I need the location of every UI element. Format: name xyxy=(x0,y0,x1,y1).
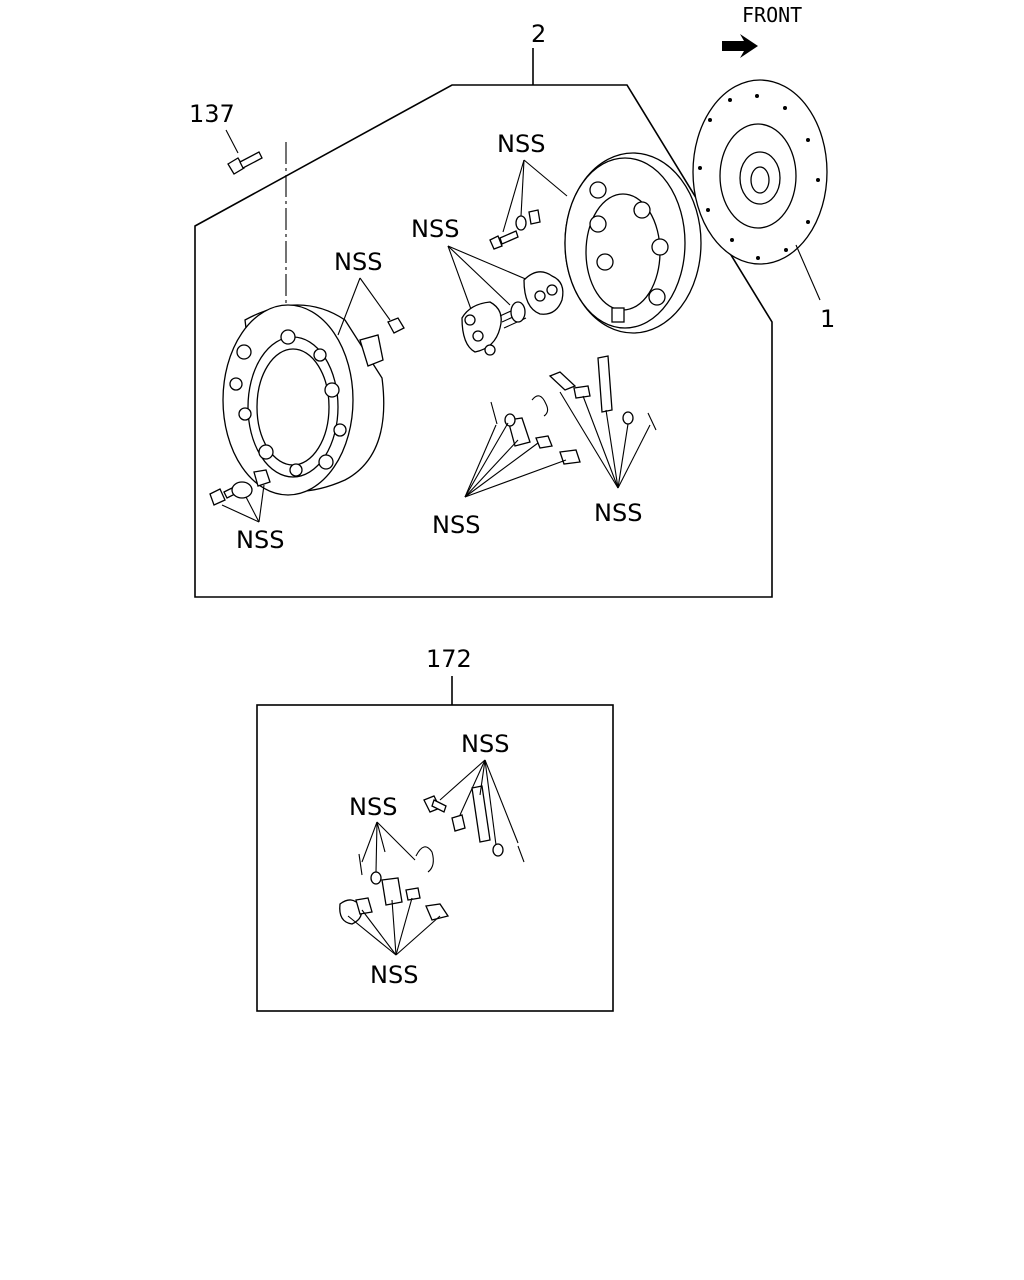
leader xyxy=(361,821,378,863)
nss-lever-parts-left: NSS xyxy=(432,511,480,539)
nss-lever-parts-right: NSS xyxy=(594,499,642,527)
leader xyxy=(439,759,486,801)
leader xyxy=(605,409,619,489)
leader xyxy=(347,915,397,956)
nut-part xyxy=(355,897,373,915)
lever-parts-group: NSS NSS xyxy=(432,355,657,539)
leader xyxy=(479,759,486,796)
front-label: FRONT xyxy=(742,3,802,27)
leader xyxy=(459,759,486,816)
washer-part xyxy=(515,215,527,231)
lever-part xyxy=(597,355,613,413)
nss-cover-bolt-nut: NSS xyxy=(236,526,284,554)
bolt-leader xyxy=(225,129,239,154)
front-indicator: FRONT xyxy=(722,3,802,58)
leader xyxy=(484,759,519,844)
leader xyxy=(520,159,525,217)
leader xyxy=(502,159,525,233)
leader xyxy=(464,442,539,498)
nss-pressure-plate-bolts: NSS xyxy=(497,130,545,158)
bracket-part xyxy=(359,334,384,367)
bolt-part xyxy=(425,903,450,921)
clutch-cover xyxy=(222,304,385,496)
bolt-137-part xyxy=(227,151,263,175)
retainer-part xyxy=(461,301,502,353)
disc-leader xyxy=(795,244,821,301)
leader xyxy=(582,395,619,489)
bolt-137-group: 137 xyxy=(189,100,287,312)
pressure-plate-assembly-group: 2 xyxy=(194,20,773,598)
leader xyxy=(447,245,511,306)
leader xyxy=(447,245,473,313)
washer-part xyxy=(231,481,253,499)
nss-kit-lever-parts: NSS xyxy=(461,730,509,758)
leader xyxy=(359,277,391,321)
leader xyxy=(617,424,651,489)
cover-bolt-holes xyxy=(229,329,347,477)
disc-rivets xyxy=(698,94,820,260)
leader xyxy=(375,821,378,873)
leader xyxy=(447,245,536,284)
kit-172-group: 172 NSS NSS NSS xyxy=(256,645,614,1012)
pressure-plate-lugs xyxy=(589,181,669,323)
leader xyxy=(559,391,619,489)
disc-callout: 1 xyxy=(820,305,835,333)
nut-part xyxy=(387,317,405,334)
leader xyxy=(464,422,509,498)
nut-part xyxy=(253,469,271,487)
leader xyxy=(617,423,629,489)
pressure-plate-bolts-group: NSS xyxy=(489,130,568,250)
nss-springs-retainers: NSS xyxy=(411,215,459,243)
block-part xyxy=(381,877,403,906)
leader xyxy=(245,496,260,523)
leader xyxy=(395,915,441,956)
clip-part xyxy=(528,209,541,225)
bolt-part xyxy=(209,488,226,506)
leader xyxy=(361,909,397,956)
leader xyxy=(391,899,397,956)
nss-kit-bolt-parts: NSS xyxy=(370,961,418,989)
pressure-plate xyxy=(564,152,702,334)
leader xyxy=(464,439,519,498)
leader xyxy=(395,897,413,956)
front-arrow-icon xyxy=(722,34,758,58)
springs-retainers-group: NSS xyxy=(411,215,564,356)
cover-fastener-group: NSS xyxy=(209,469,284,554)
spring-part xyxy=(415,846,434,873)
cover-bracket-group: NSS xyxy=(334,248,405,367)
leader xyxy=(376,821,416,861)
leader xyxy=(258,484,265,523)
leader xyxy=(221,504,260,523)
leader xyxy=(464,459,567,498)
bolt-part xyxy=(489,235,503,250)
leader xyxy=(484,759,497,846)
lever-part xyxy=(471,785,491,843)
nss-kit-spring-parts: NSS xyxy=(349,793,397,821)
washer-part xyxy=(339,899,363,925)
clutch-disc: 1 xyxy=(692,79,835,333)
leader xyxy=(464,424,497,498)
spring-part xyxy=(531,395,549,417)
leader xyxy=(376,821,386,853)
kit-callout: 172 xyxy=(426,645,472,673)
leader xyxy=(523,159,568,197)
assembly-callout: 2 xyxy=(531,20,546,48)
leader xyxy=(337,277,361,336)
pin-part xyxy=(490,401,498,425)
kit-outline xyxy=(256,704,614,1012)
assembly-outline xyxy=(194,84,773,598)
nss-cover-bracket: NSS xyxy=(334,248,382,276)
bolt-callout: 137 xyxy=(189,100,235,128)
spring-part xyxy=(499,301,527,329)
